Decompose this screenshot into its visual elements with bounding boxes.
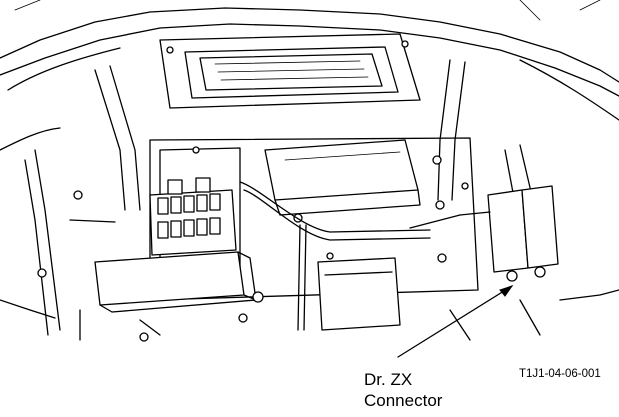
figure-id: T1J1-04-06-001 xyxy=(519,368,601,380)
harness-box xyxy=(264,139,421,216)
relay-row-top xyxy=(157,193,221,215)
dr-zx-connector-housings xyxy=(487,185,559,282)
cab-frame xyxy=(0,0,619,319)
callout-label-line1: Dr. ZX xyxy=(364,370,412,389)
callout-leader-line xyxy=(397,285,513,358)
callout-label-line2: Connector xyxy=(364,391,443,410)
controller-unit xyxy=(159,33,421,109)
lower-left-box xyxy=(94,251,257,313)
relay-row-bottom xyxy=(157,217,221,239)
bottom-brackets xyxy=(79,299,541,341)
relay-block xyxy=(149,177,237,256)
fasteners xyxy=(37,146,469,342)
lower-center-box xyxy=(317,257,401,331)
side-pillars xyxy=(24,59,541,336)
wiring xyxy=(69,181,491,331)
callout-arrowhead xyxy=(499,285,514,297)
